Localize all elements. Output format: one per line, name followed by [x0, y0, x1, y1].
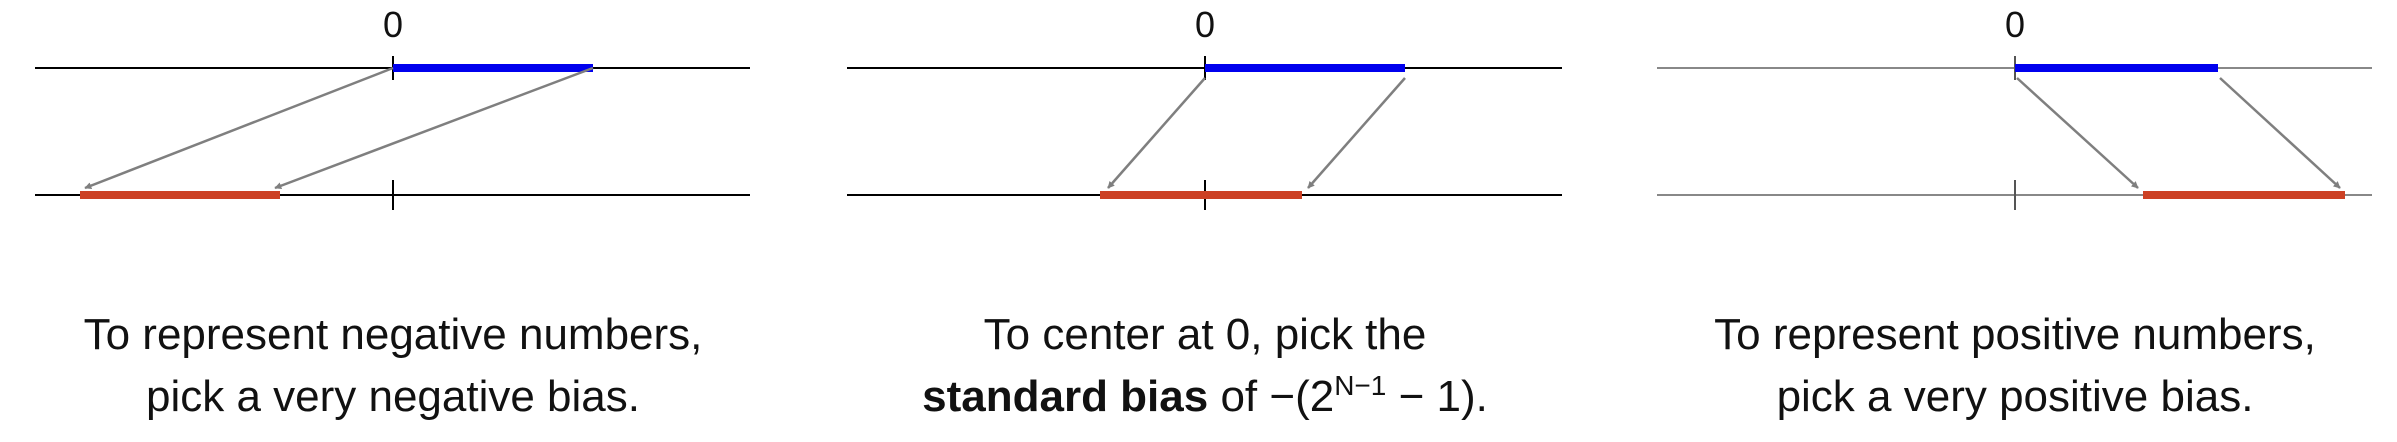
panel-negative-bias: 0: [35, 4, 750, 210]
panel-standard-bias: 0: [847, 4, 1562, 210]
mapping-arrow-left: [1107, 77, 1206, 189]
caption-line-2: pick a very positive bias.: [1776, 372, 2254, 421]
panel-positive-bias: 0: [1657, 4, 2372, 210]
caption-formula-start: of −(2: [1208, 372, 1335, 421]
mapping-arrow-right: [1307, 77, 1406, 189]
caption-standard-bias: To center at 0, pick the standard bias o…: [835, 304, 1575, 428]
caption-exponent: N−1: [1334, 370, 1387, 401]
caption-formula-end: − 1).: [1386, 372, 1488, 421]
mapping-arrow-left: [2016, 77, 2139, 189]
caption-line-1: To represent negative numbers,: [83, 310, 703, 359]
zero-label: 0: [383, 4, 403, 45]
zero-label: 0: [1195, 4, 1215, 45]
caption-line-2: standard bias of −(2N−1 − 1).: [835, 366, 1575, 428]
zero-label: 0: [2005, 4, 2025, 45]
caption-line-1: To center at 0, pick the: [983, 310, 1427, 359]
mapping-arrow-right: [2219, 77, 2341, 189]
caption-negative-bias: To represent negative numbers, pick a ve…: [23, 304, 763, 428]
caption-line-1: To represent positive numbers,: [1714, 310, 2316, 359]
caption-positive-bias: To represent positive numbers, pick a ve…: [1645, 304, 2385, 428]
mapping-arrow-right: [274, 66, 594, 190]
mapping-arrow-left: [84, 66, 394, 190]
standard-bias-term: standard bias: [922, 372, 1209, 421]
caption-line-2: pick a very negative bias.: [145, 372, 641, 421]
